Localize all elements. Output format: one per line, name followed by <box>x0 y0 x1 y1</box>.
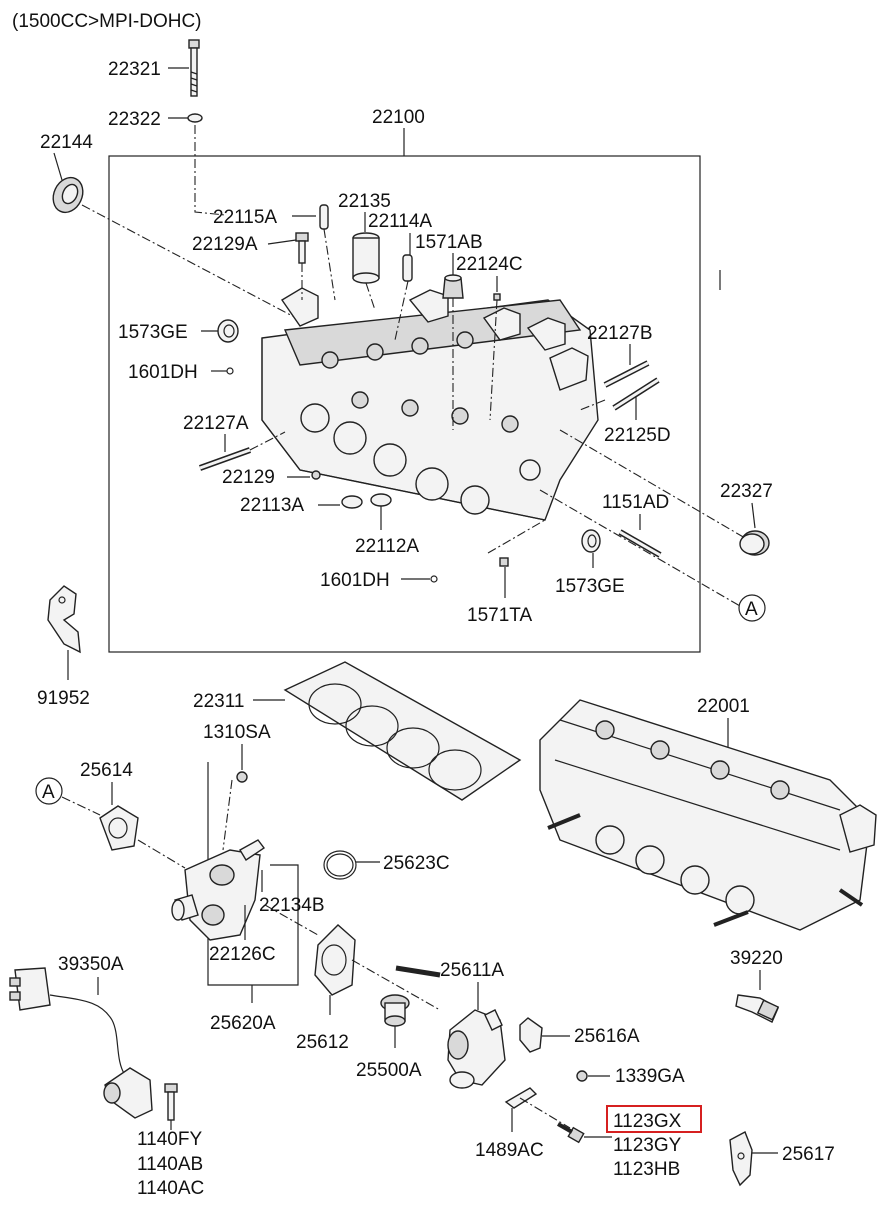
label-22126C: 22126C <box>209 944 276 965</box>
label-1123HB: 1123HB <box>613 1159 680 1180</box>
oil-seal-22144 <box>52 176 84 214</box>
label-1123GY: 1123GY <box>613 1135 682 1156</box>
engine-spec-title: (1500CC>MPI-DOHC) <box>12 11 202 32</box>
label-1140AB: 1140AB <box>137 1154 203 1175</box>
seal-1573GE-top <box>217 319 239 343</box>
gasket-25614 <box>99 805 139 851</box>
label-25612: 25612 <box>296 1032 349 1053</box>
gasket-25612 <box>314 924 356 996</box>
plug-22327 <box>739 530 770 556</box>
nut-1339GA <box>576 1070 588 1082</box>
label-22114A: 22114A <box>368 211 432 232</box>
bolt-1123GX <box>557 1122 585 1144</box>
stud-22127B <box>603 360 650 388</box>
label-22125D: 22125D <box>604 425 671 446</box>
label-22144: 22144 <box>40 132 93 153</box>
washer-22322 <box>187 113 203 123</box>
label-22134B: 22134B <box>259 895 325 916</box>
stud-22127A <box>198 447 252 471</box>
label-22129A: 22129A <box>192 234 258 255</box>
label-25616A: 25616A <box>574 1026 640 1047</box>
label-22115A: 22115A <box>213 207 277 228</box>
stud-1151AD <box>618 529 662 558</box>
label-circle-A-bottom: A <box>42 782 55 803</box>
bracket-25617 <box>729 1131 753 1187</box>
thermostat-25500A <box>380 994 410 1027</box>
plug-1601DH-top <box>226 367 234 375</box>
bolt-22129A <box>295 232 309 264</box>
label-25620A: 25620A <box>210 1013 276 1034</box>
label-25617: 25617 <box>782 1144 835 1165</box>
valve-lifter-22135 <box>352 232 380 284</box>
bolt-22129 <box>311 470 321 480</box>
label-22001: 22001 <box>697 696 750 717</box>
label-1573GE-top: 1573GE <box>118 322 188 343</box>
label-1601DH-bottom: 1601DH <box>320 570 390 591</box>
nut-1310SA <box>236 771 248 783</box>
label-22327: 22327 <box>720 481 773 502</box>
reference-circle-A-bottom <box>35 777 63 805</box>
label-1140AC: 1140AC <box>137 1178 204 1199</box>
bolt-1140FY <box>164 1083 178 1121</box>
thermostat-housing-25611A <box>447 1009 506 1089</box>
label-22129: 22129 <box>222 467 275 488</box>
label-1573GE-bottom: 1573GE <box>555 576 625 597</box>
label-1339GA: 1339GA <box>615 1066 685 1087</box>
label-22322: 22322 <box>108 109 161 130</box>
water-outlet-housing-25620A <box>171 839 266 941</box>
cylinder-head-22100 <box>261 287 599 521</box>
sensor-39220 <box>735 994 780 1023</box>
highlight-box-1123GX <box>606 1105 702 1133</box>
label-1571AB: 1571AB <box>415 232 483 253</box>
valve-guide-22114A <box>402 254 413 282</box>
label-22124C: 22124C <box>456 254 523 275</box>
label-1601DH-top: 1601DH <box>128 362 198 383</box>
seal-1573GE-bottom <box>581 529 601 553</box>
label-22321: 22321 <box>108 59 161 80</box>
label-39350A: 39350A <box>58 954 124 975</box>
label-25611A: 25611A <box>440 960 504 981</box>
label-22127A: 22127A <box>183 413 249 434</box>
label-25614: 25614 <box>80 760 133 781</box>
seal-22112A <box>370 493 392 507</box>
label-1571TA: 1571TA <box>467 605 532 626</box>
bracket-91952 <box>47 585 81 654</box>
bracket-25616A <box>519 1017 543 1053</box>
plug-1571AB <box>442 274 464 299</box>
o-ring-25623C <box>323 850 357 880</box>
label-91952: 91952 <box>37 688 90 709</box>
label-1489AC: 1489AC <box>475 1140 544 1161</box>
label-22112A: 22112A <box>355 536 419 557</box>
label-25623C: 25623C <box>383 853 450 874</box>
label-39220: 39220 <box>730 948 783 969</box>
label-1123GX[interactable]: 1123GX <box>613 1111 682 1132</box>
valve-guide-22115A <box>319 204 329 230</box>
label-1151AD: 1151AD <box>602 492 669 513</box>
stud-22125D <box>612 377 660 411</box>
plug-1571TA <box>499 557 509 567</box>
bolt-22321 <box>188 39 200 97</box>
label-22127B: 22127B <box>587 323 653 344</box>
head-gasket-22311 <box>283 661 522 801</box>
label-circle-A-top: A <box>745 599 758 620</box>
label-22311: 22311 <box>193 691 244 712</box>
label-22135: 22135 <box>338 191 391 212</box>
label-1310SA: 1310SA <box>203 722 271 743</box>
plug-22124C <box>493 293 501 301</box>
cylinder-head-assembly-22001 <box>539 699 877 931</box>
label-22100: 22100 <box>372 107 425 128</box>
seal-22113A <box>341 495 363 509</box>
sensor-39350A <box>9 967 153 1119</box>
reference-circle-A-top <box>738 594 766 622</box>
label-22113A: 22113A <box>240 495 304 516</box>
plug-1601DH-bottom <box>430 575 438 583</box>
label-25500A: 25500A <box>356 1060 422 1081</box>
label-1140FY: 1140FY <box>137 1129 202 1150</box>
